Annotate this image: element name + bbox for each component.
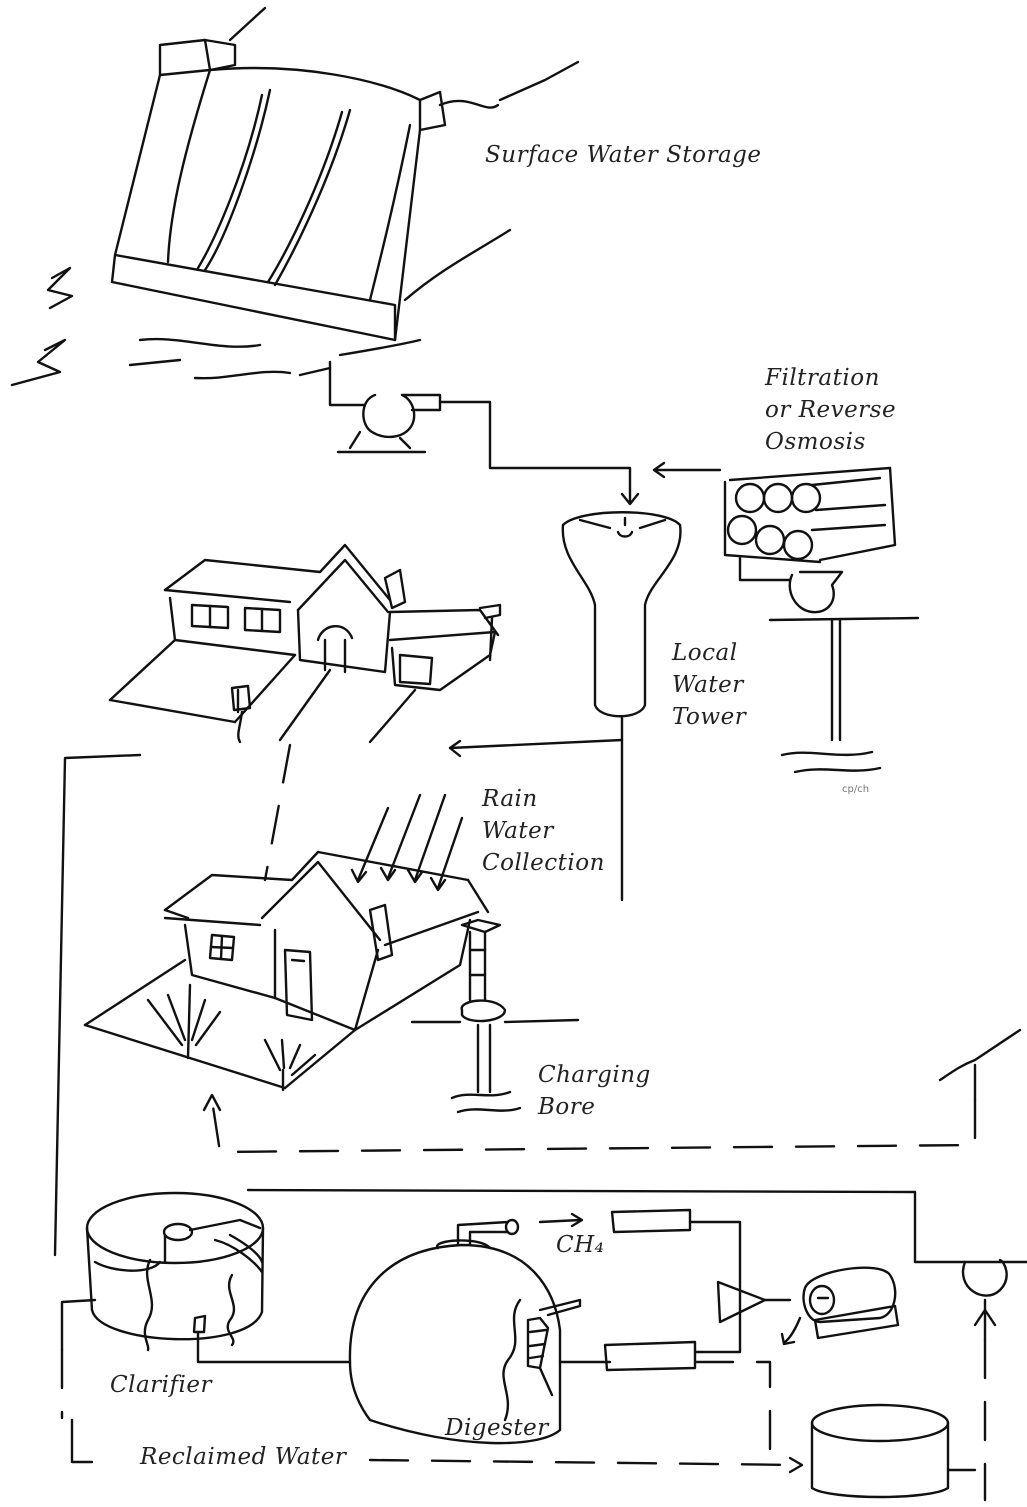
tower-label-2: Water (672, 672, 745, 698)
rain-house-icon (85, 852, 488, 1090)
generator-icon (718, 1268, 898, 1344)
bore-label-2: Bore (537, 1094, 595, 1120)
filtration-label-2: or Reverse (765, 397, 896, 423)
tower-label-1: Local (671, 640, 738, 666)
surface-water-storage-label: Surface Water Storage (485, 142, 762, 168)
reclaimed-tank-icon (812, 1405, 975, 1497)
house-link-dashed (265, 745, 290, 880)
reclaimed-water-label: Reclaimed Water (139, 1444, 348, 1470)
tower-label-3: Tower (672, 704, 748, 730)
filtration-label-3: Osmosis (765, 429, 866, 455)
clarifier-label: Clarifier (110, 1372, 213, 1398)
rain-label-1: Rain (481, 786, 538, 812)
dam-icon (12, 8, 578, 385)
top-house-icon (110, 545, 500, 742)
left-return-line (55, 755, 140, 1255)
rain-label-3: Collection (482, 850, 605, 876)
dam-pump-icon (330, 362, 638, 504)
artist-signature: cp/ch (842, 784, 869, 795)
digester-label: Digester (444, 1415, 550, 1441)
reclaimed-loop-dashed (204, 1030, 1020, 1152)
right-pump-icon (963, 1260, 1027, 1500)
ch4-label: CH₄ (556, 1232, 604, 1258)
treatment-box-icon (605, 1342, 790, 1455)
bore-label-1: Charging (538, 1062, 651, 1088)
rain-label-2: Water (482, 818, 555, 844)
filtration-label-1: Filtration (764, 365, 880, 391)
